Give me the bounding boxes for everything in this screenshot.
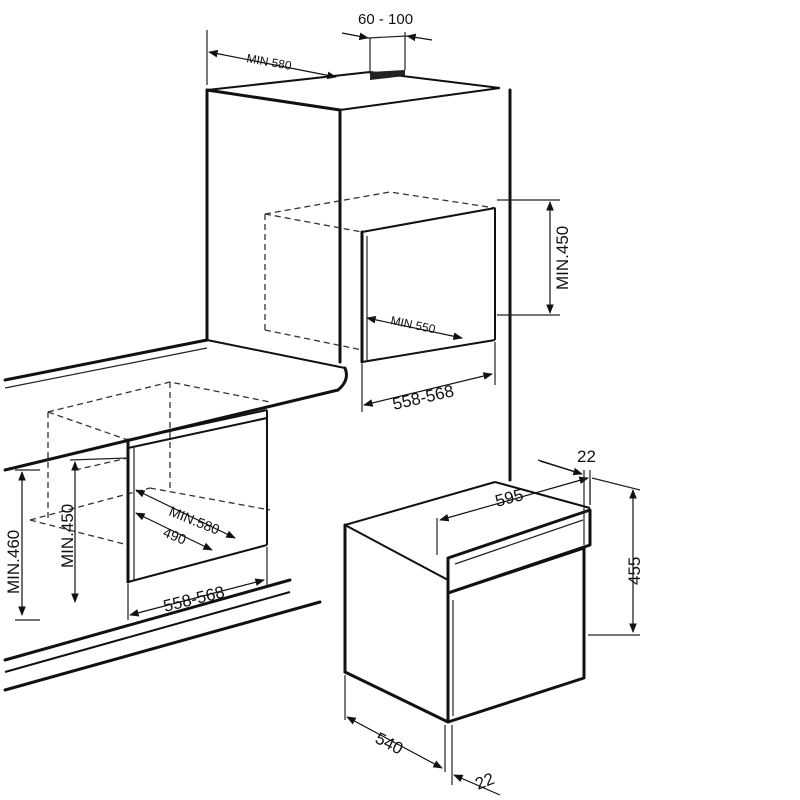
worktop: [3, 338, 348, 472]
label-depth-490: 490: [161, 524, 189, 548]
label-min-450-upper: MIN.450: [553, 226, 572, 290]
label-width-595: 595: [493, 485, 525, 511]
ventilation-slot: [370, 70, 405, 80]
dimension-lines: [15, 30, 641, 796]
upper-niche: [264, 191, 496, 364]
label-min-580-top: MIN 580: [245, 51, 292, 73]
label-thickness-22-bottom: 22: [472, 769, 497, 794]
label-gap-top: 60 - 100: [358, 11, 413, 28]
lower-niche: [29, 381, 271, 584]
label-width-lower: 558-568: [161, 582, 226, 616]
oven: [343, 481, 592, 724]
tall-cabinet: [205, 70, 512, 482]
label-height-455: 455: [625, 557, 644, 585]
label-thickness-22-top: 22: [577, 447, 596, 466]
label-min-450-lower: MIN.450: [58, 504, 77, 568]
dimension-labels: 60 - 100 MIN 580 MIN.450 MIN 550 558-568…: [4, 11, 644, 794]
label-min-550: MIN 550: [389, 313, 437, 336]
label-min-460: MIN.460: [4, 530, 23, 594]
label-width-upper: 558-568: [391, 381, 456, 414]
